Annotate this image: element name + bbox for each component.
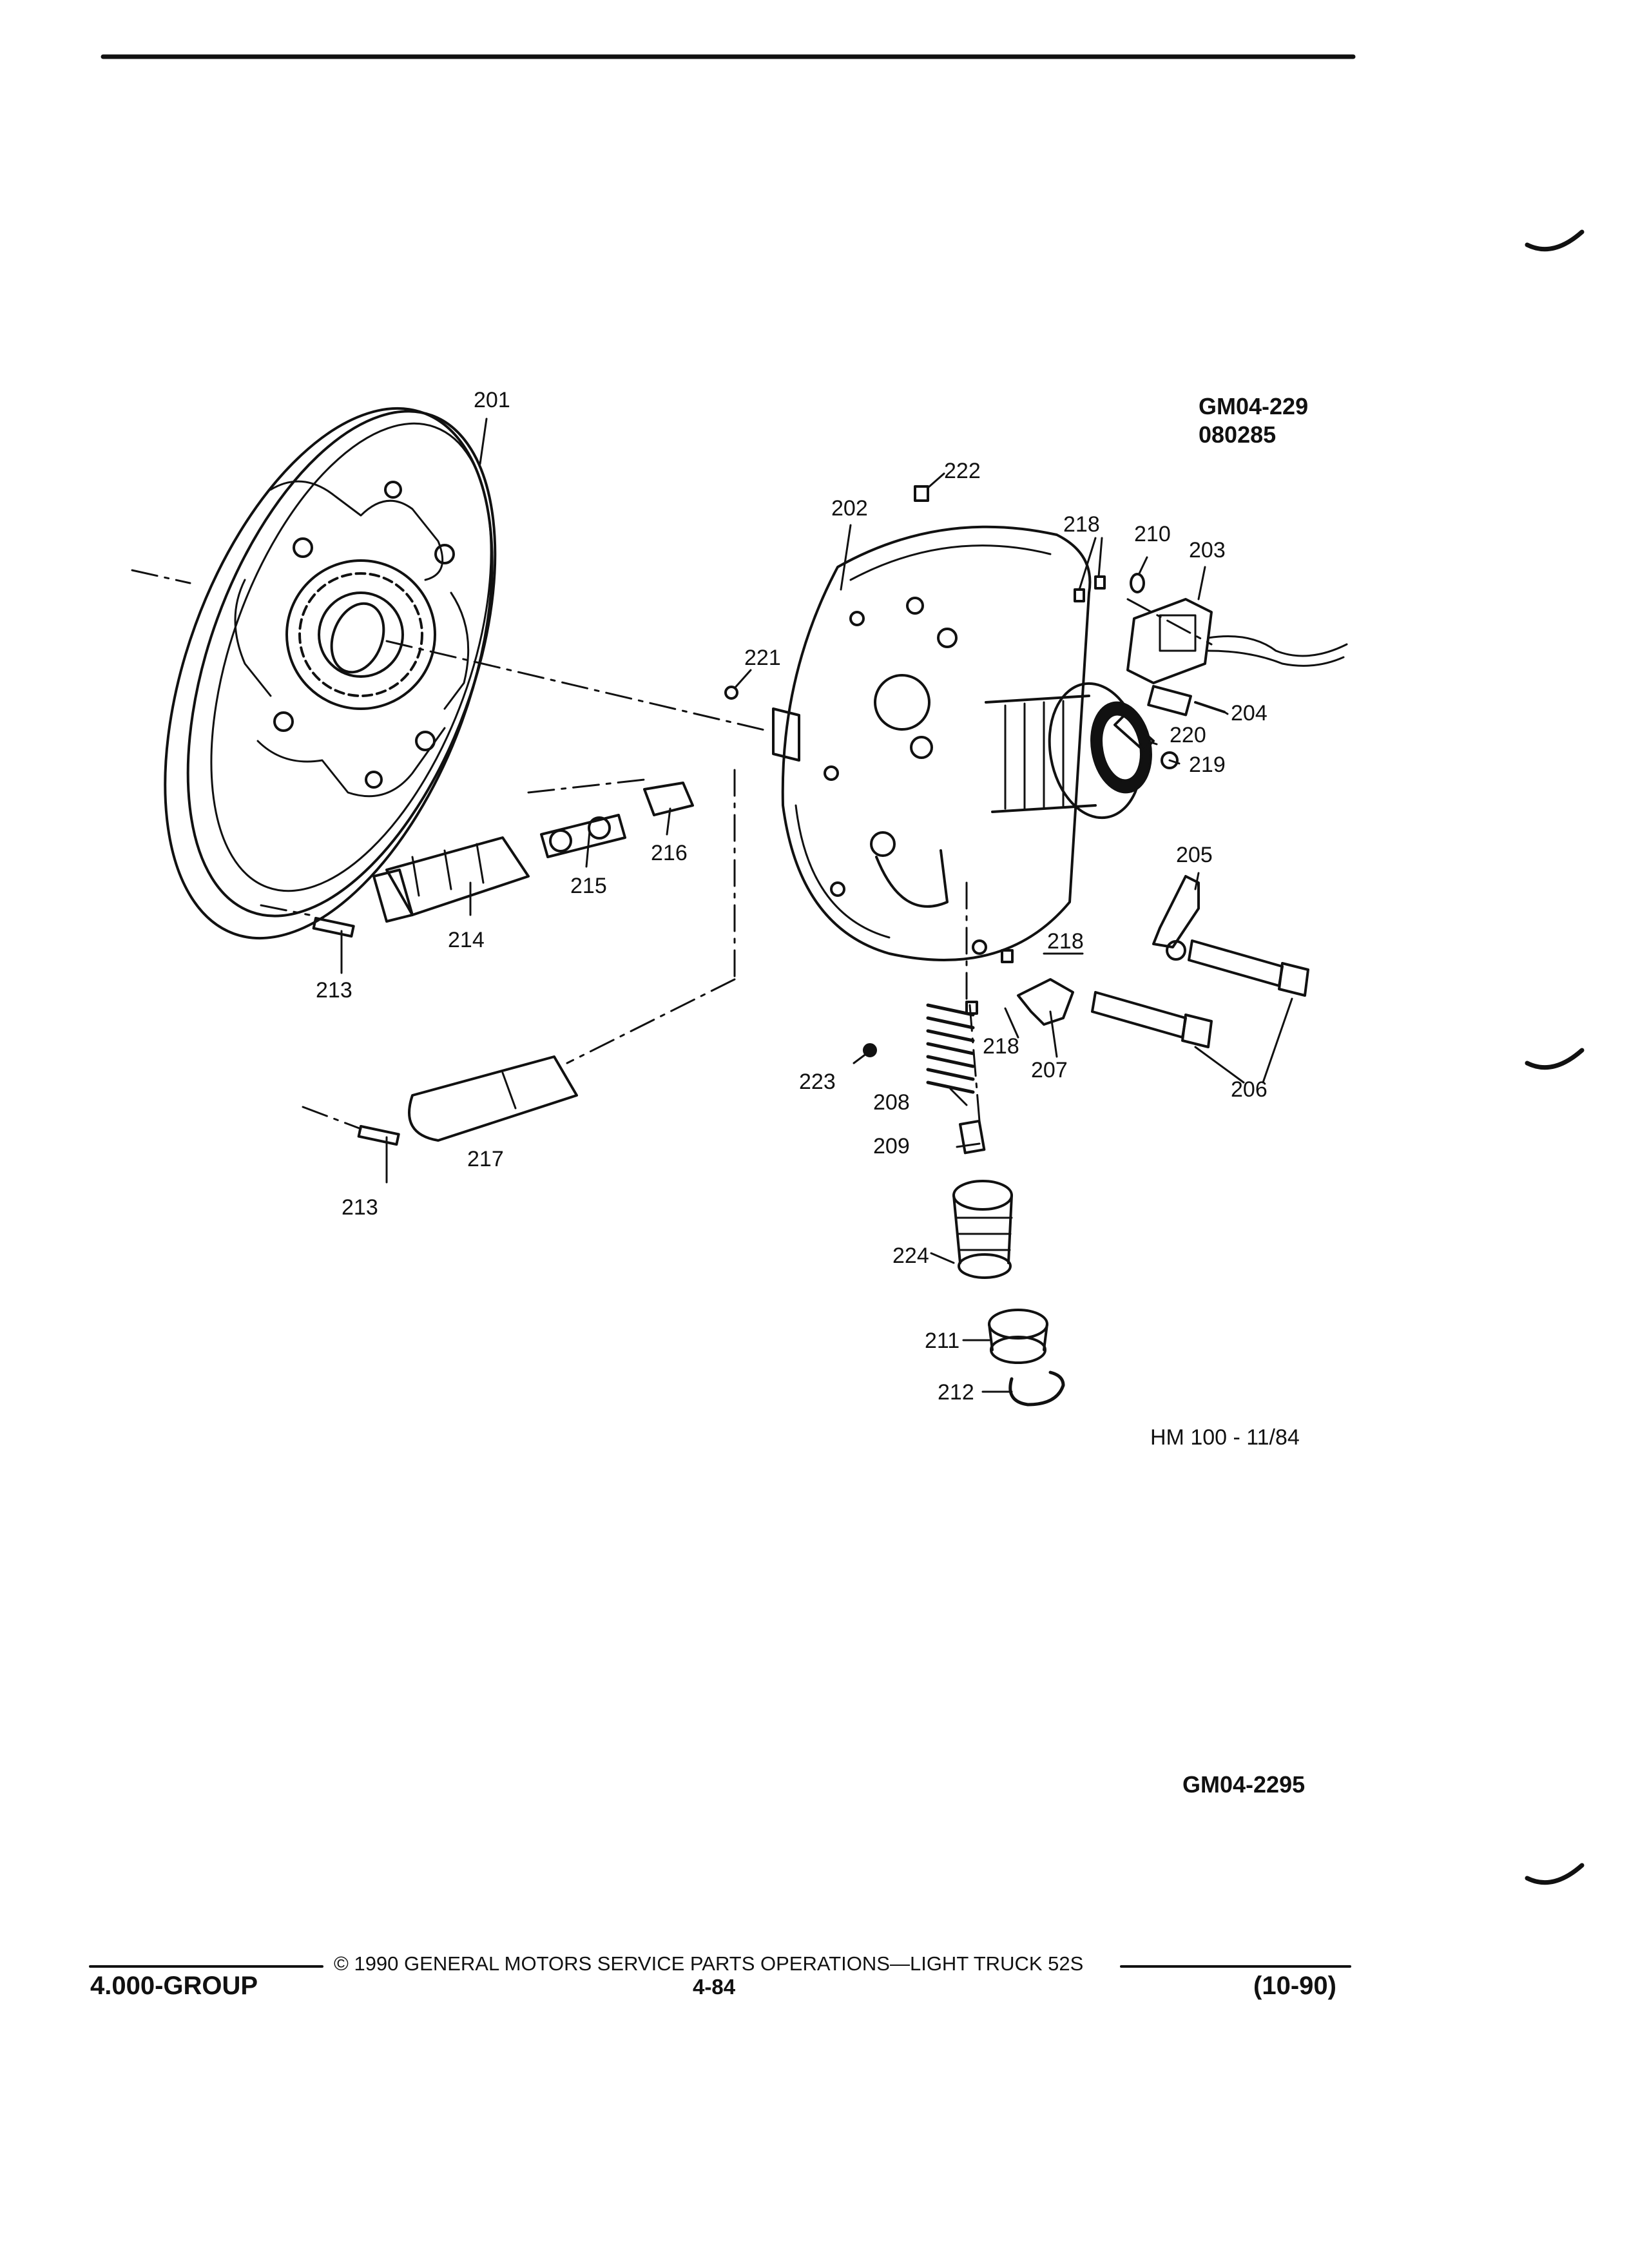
- callout-204: 204: [1231, 701, 1268, 726]
- plug-216: [643, 782, 694, 816]
- callout-212: 212: [938, 1380, 974, 1405]
- spring-208: [926, 1003, 975, 1094]
- valve-215: [540, 814, 626, 858]
- plug-218-a: [1074, 588, 1085, 602]
- plug-218-b: [1001, 949, 1014, 963]
- footer-copyright: © 1990 GENERAL MOTORS SERVICE PARTS OPER…: [334, 1952, 1084, 1975]
- callout-223: 223: [799, 1070, 836, 1094]
- valve-224: [952, 1180, 1013, 1279]
- plug-218-a2: [1094, 575, 1106, 590]
- hm-reference: HM 100 - 11/84: [1150, 1425, 1300, 1450]
- callout-210: 210: [1134, 522, 1171, 546]
- callout-218-c: 218: [983, 1034, 1019, 1059]
- plug-221: [724, 686, 738, 700]
- figure-date-code: 080285: [1199, 421, 1276, 448]
- valve-214: [372, 836, 530, 923]
- callout-215: 215: [570, 874, 607, 898]
- callout-218-b: 218: [1047, 929, 1084, 954]
- callout-222: 222: [944, 459, 981, 483]
- footer-group: 4.000-GROUP: [90, 1972, 258, 2000]
- plug-218-c: [965, 1001, 978, 1015]
- o-ring-210: [1130, 573, 1145, 593]
- bolt-204: [1147, 684, 1226, 716]
- pin-213-b: [357, 1125, 400, 1146]
- callout-218-a: 218: [1063, 512, 1100, 537]
- callout-214: 214: [448, 928, 485, 952]
- clip-207: [1017, 978, 1074, 1026]
- plug-211: [988, 1309, 1048, 1364]
- callout-206: 206: [1231, 1077, 1268, 1102]
- callout-labels: 201 202 203 204 205 206 207 208 209 210 …: [316, 388, 1308, 1798]
- callout-201: 201: [474, 388, 510, 412]
- callout-213-a: 213: [316, 978, 352, 1003]
- pump-cover-201: [164, 407, 497, 940]
- figure-code: GM04-229: [1199, 393, 1308, 419]
- callout-207: 207: [1031, 1058, 1068, 1082]
- assembly-lines: [131, 569, 1213, 1130]
- plug-222: [914, 485, 929, 502]
- callout-217: 217: [467, 1147, 504, 1171]
- callout-221: 221: [744, 646, 781, 670]
- callout-205: 205: [1176, 843, 1213, 867]
- valve-217: [408, 1055, 578, 1142]
- snap-ring-212: [1008, 1370, 1065, 1407]
- leader-lines: [340, 418, 1293, 1393]
- callout-219: 219: [1189, 753, 1226, 777]
- bottom-figure-code: GM04-2295: [1182, 1771, 1305, 1798]
- pump-body-202: [772, 525, 1152, 961]
- solenoid-203: [1126, 598, 1348, 684]
- callout-203: 203: [1189, 538, 1226, 562]
- callout-220: 220: [1170, 723, 1206, 747]
- callout-202: 202: [831, 496, 868, 521]
- callout-216: 216: [651, 841, 688, 865]
- bolts-206: [1091, 939, 1309, 1048]
- footer-date-code: (10-90): [1253, 1972, 1336, 2000]
- callout-209: 209: [873, 1134, 910, 1158]
- spacer-209: [959, 1119, 986, 1155]
- callout-211: 211: [925, 1329, 959, 1353]
- callout-213-b: 213: [342, 1195, 378, 1220]
- margin-marks: [1525, 229, 1585, 1885]
- footer-page-number: 4-84: [693, 1975, 736, 1999]
- callout-224: 224: [892, 1244, 929, 1268]
- callout-208: 208: [873, 1090, 910, 1115]
- bracket-205: [1152, 875, 1200, 961]
- filter-220-219: [1113, 714, 1179, 769]
- pin-213-a: [312, 917, 355, 938]
